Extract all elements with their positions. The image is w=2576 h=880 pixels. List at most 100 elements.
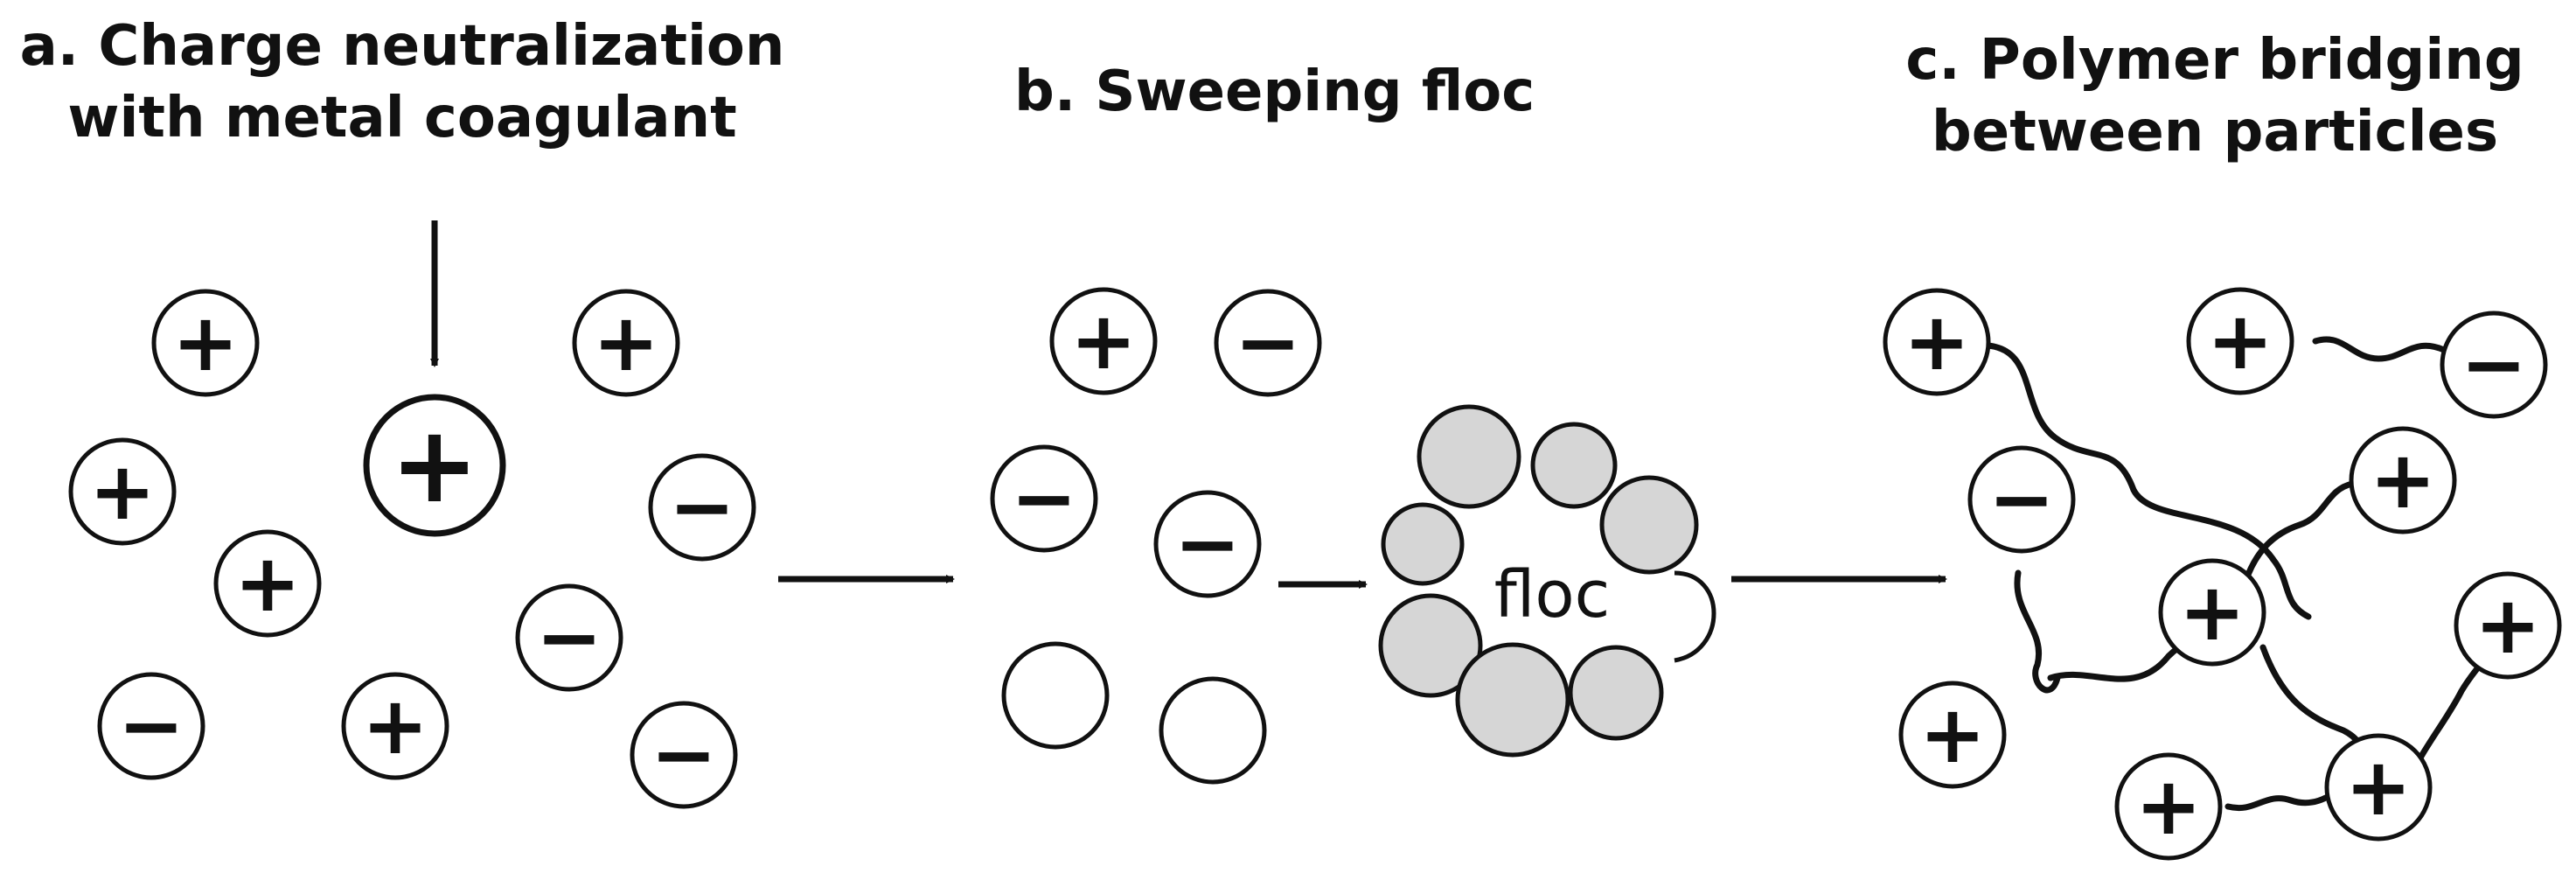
positive-sign: + bbox=[172, 297, 239, 389]
negative-sign: − bbox=[118, 681, 184, 772]
negative-sign: − bbox=[1988, 454, 2055, 546]
panel-a-title: a. Charge neutralization with metal coag… bbox=[0, 10, 804, 154]
positive-sign: + bbox=[1919, 689, 1986, 781]
floc-particle bbox=[1417, 404, 1521, 509]
floc-particle bbox=[1568, 645, 1664, 741]
particle-circle bbox=[2440, 311, 2548, 419]
negative-particle: − bbox=[630, 701, 738, 809]
negative-sign: − bbox=[2461, 319, 2527, 411]
positive-sign: + bbox=[2207, 296, 2273, 388]
particle-circle bbox=[515, 583, 623, 692]
negative-sign: − bbox=[669, 462, 735, 554]
panel-c-title: c. Polymer bridging between particles bbox=[1854, 24, 2576, 168]
positive-sign: + bbox=[593, 297, 659, 389]
floc-particle bbox=[1378, 593, 1483, 698]
positive-sign: + bbox=[2370, 435, 2436, 527]
neutral-particle bbox=[1159, 676, 1267, 785]
positive-particle: + bbox=[151, 289, 260, 397]
positive-sign: + bbox=[1904, 297, 1970, 388]
particle-circle bbox=[2158, 558, 2266, 667]
positive-sign: + bbox=[390, 403, 478, 527]
panel-a-title-line-1: a. Charge neutralization bbox=[19, 14, 785, 79]
positive-sign: + bbox=[89, 446, 156, 538]
particle-circle bbox=[2114, 752, 2223, 861]
positive-particle: + bbox=[68, 437, 177, 546]
particle-circle bbox=[68, 437, 177, 546]
positive-particle: + bbox=[1898, 681, 2007, 789]
positive-particle: + bbox=[1049, 287, 1158, 395]
positive-particle: + bbox=[572, 289, 680, 397]
negative-sign: − bbox=[651, 709, 717, 801]
particle-circle bbox=[2324, 733, 2433, 842]
particle-circle bbox=[1214, 289, 1322, 397]
polymer-chain bbox=[1984, 342, 2312, 620]
floc-particle bbox=[1530, 422, 1618, 509]
positive-sign: + bbox=[2345, 742, 2412, 834]
polymer-chain bbox=[2014, 569, 2061, 694]
positive-particle: + bbox=[2114, 752, 2223, 861]
particle-circle bbox=[363, 394, 506, 537]
negative-particle: − bbox=[648, 453, 756, 562]
negative-sign: − bbox=[1174, 499, 1241, 590]
charged-particles: +++++−−−+−+−−−++−−++++++ bbox=[68, 287, 2562, 861]
particle-circle bbox=[2454, 571, 2562, 680]
particle-circle bbox=[990, 444, 1098, 553]
panel-c-title-line-1: c. Polymer bridging bbox=[1905, 28, 2524, 93]
particle-circle bbox=[2349, 426, 2457, 534]
positive-sign: + bbox=[1070, 296, 1137, 388]
floc-boundary bbox=[1674, 570, 1716, 663]
floc-label: floc bbox=[1494, 557, 1611, 632]
particle-circle bbox=[2186, 287, 2294, 395]
arrows bbox=[430, 220, 1947, 589]
floc-cluster: floc bbox=[1378, 404, 1716, 758]
positive-sign: + bbox=[2475, 580, 2541, 672]
positive-particle: + bbox=[363, 394, 506, 537]
positive-sign: + bbox=[234, 538, 301, 630]
particle-circle bbox=[213, 529, 322, 638]
panel-c-title-line-2: between particles bbox=[1931, 100, 2499, 164]
negative-particle: − bbox=[97, 672, 205, 780]
positive-particle: + bbox=[1883, 288, 1991, 396]
particle-circle bbox=[151, 289, 260, 397]
floc-particle bbox=[1599, 475, 1699, 575]
particle-circle bbox=[648, 453, 756, 562]
particle-circle bbox=[341, 672, 449, 780]
positive-particle: + bbox=[2324, 733, 2433, 842]
negative-particle: − bbox=[515, 583, 623, 692]
particle-circle bbox=[1049, 287, 1158, 395]
particle-circle bbox=[630, 701, 738, 809]
particle-circle bbox=[1967, 445, 2076, 554]
negative-particle: − bbox=[1214, 289, 1322, 397]
positive-particle: + bbox=[213, 529, 322, 638]
neutral-particle bbox=[1001, 641, 1110, 750]
negative-particle: − bbox=[2440, 311, 2548, 419]
polymer-chain bbox=[2312, 336, 2447, 362]
negative-sign: − bbox=[1235, 297, 1301, 389]
positive-sign: + bbox=[362, 681, 428, 772]
floc-particle bbox=[1455, 642, 1570, 758]
negative-sign: − bbox=[1011, 453, 1077, 545]
floc-particle bbox=[1381, 502, 1465, 586]
polymer-chain bbox=[2242, 480, 2356, 585]
particle-circle bbox=[1153, 490, 1262, 598]
particle-circle bbox=[1883, 288, 1991, 396]
floc-particles bbox=[1378, 404, 1699, 758]
particle-circle bbox=[1898, 681, 2007, 789]
negative-particle: − bbox=[1967, 445, 2076, 554]
negative-particle: − bbox=[1153, 490, 1262, 598]
positive-sign: + bbox=[2179, 567, 2245, 659]
positive-particle: + bbox=[2158, 558, 2266, 667]
positive-particle: + bbox=[2186, 287, 2294, 395]
particle-circle bbox=[572, 289, 680, 397]
positive-particle: + bbox=[341, 672, 449, 780]
positive-sign: + bbox=[2135, 761, 2202, 853]
particle-circle bbox=[1159, 676, 1267, 785]
positive-particle: + bbox=[2349, 426, 2457, 534]
particle-circle bbox=[1001, 641, 1110, 750]
panel-b-title: b. Sweeping floc bbox=[1014, 56, 1535, 128]
negative-sign: − bbox=[536, 592, 602, 684]
negative-particle: − bbox=[990, 444, 1098, 553]
panel-b-title-line-1: b. Sweeping floc bbox=[1014, 59, 1535, 124]
